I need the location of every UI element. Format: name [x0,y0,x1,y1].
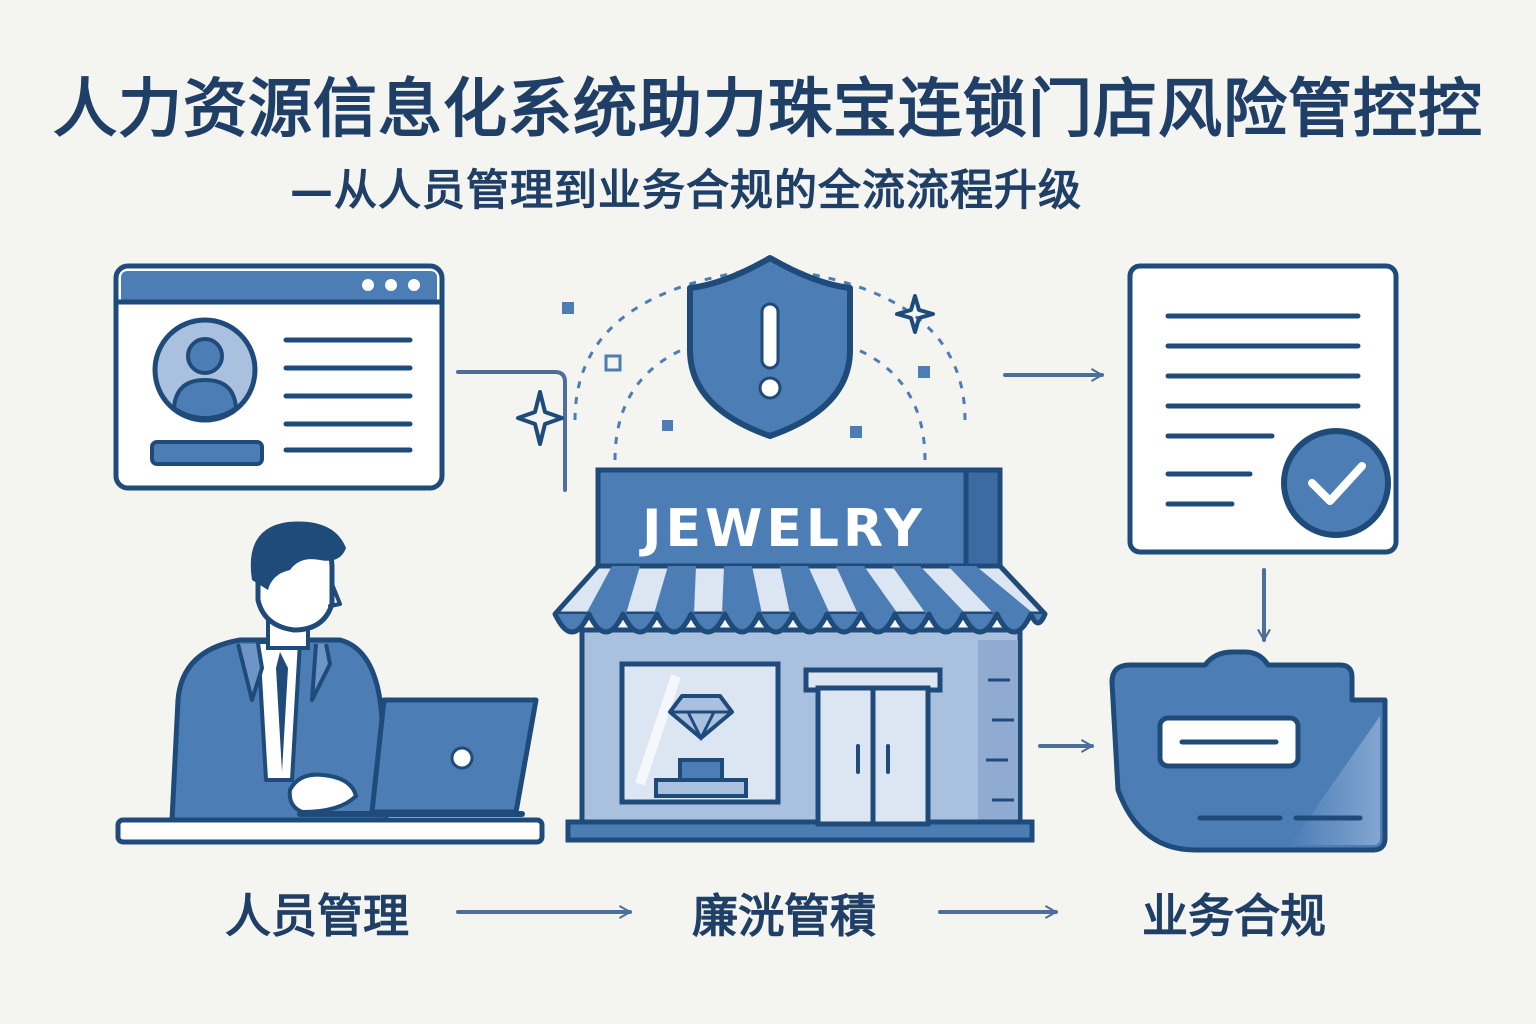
stage-label-personnel: 人员管理 [225,889,409,943]
page-subtitle: —从人员管理到业务合规的全流流程升级 [290,166,1082,216]
stage-label-integrity: 廉洸管積 [692,889,876,943]
compliance-folder-icon [1109,649,1388,853]
jewelry-store-icon [552,467,1048,843]
connector-line [456,370,567,492]
store-sign: JEWELRY [642,499,926,559]
stage-label-compliance: 业务合规 [1142,889,1326,943]
page-title: 人力资源信息化系统助力珠宝连锁门店风险管控控 [53,73,1483,147]
approved-document-icon [1127,263,1399,555]
employee-profile-window-icon [113,263,445,491]
warning-shield-icon [516,255,967,461]
employee-at-laptop-icon [115,521,545,845]
